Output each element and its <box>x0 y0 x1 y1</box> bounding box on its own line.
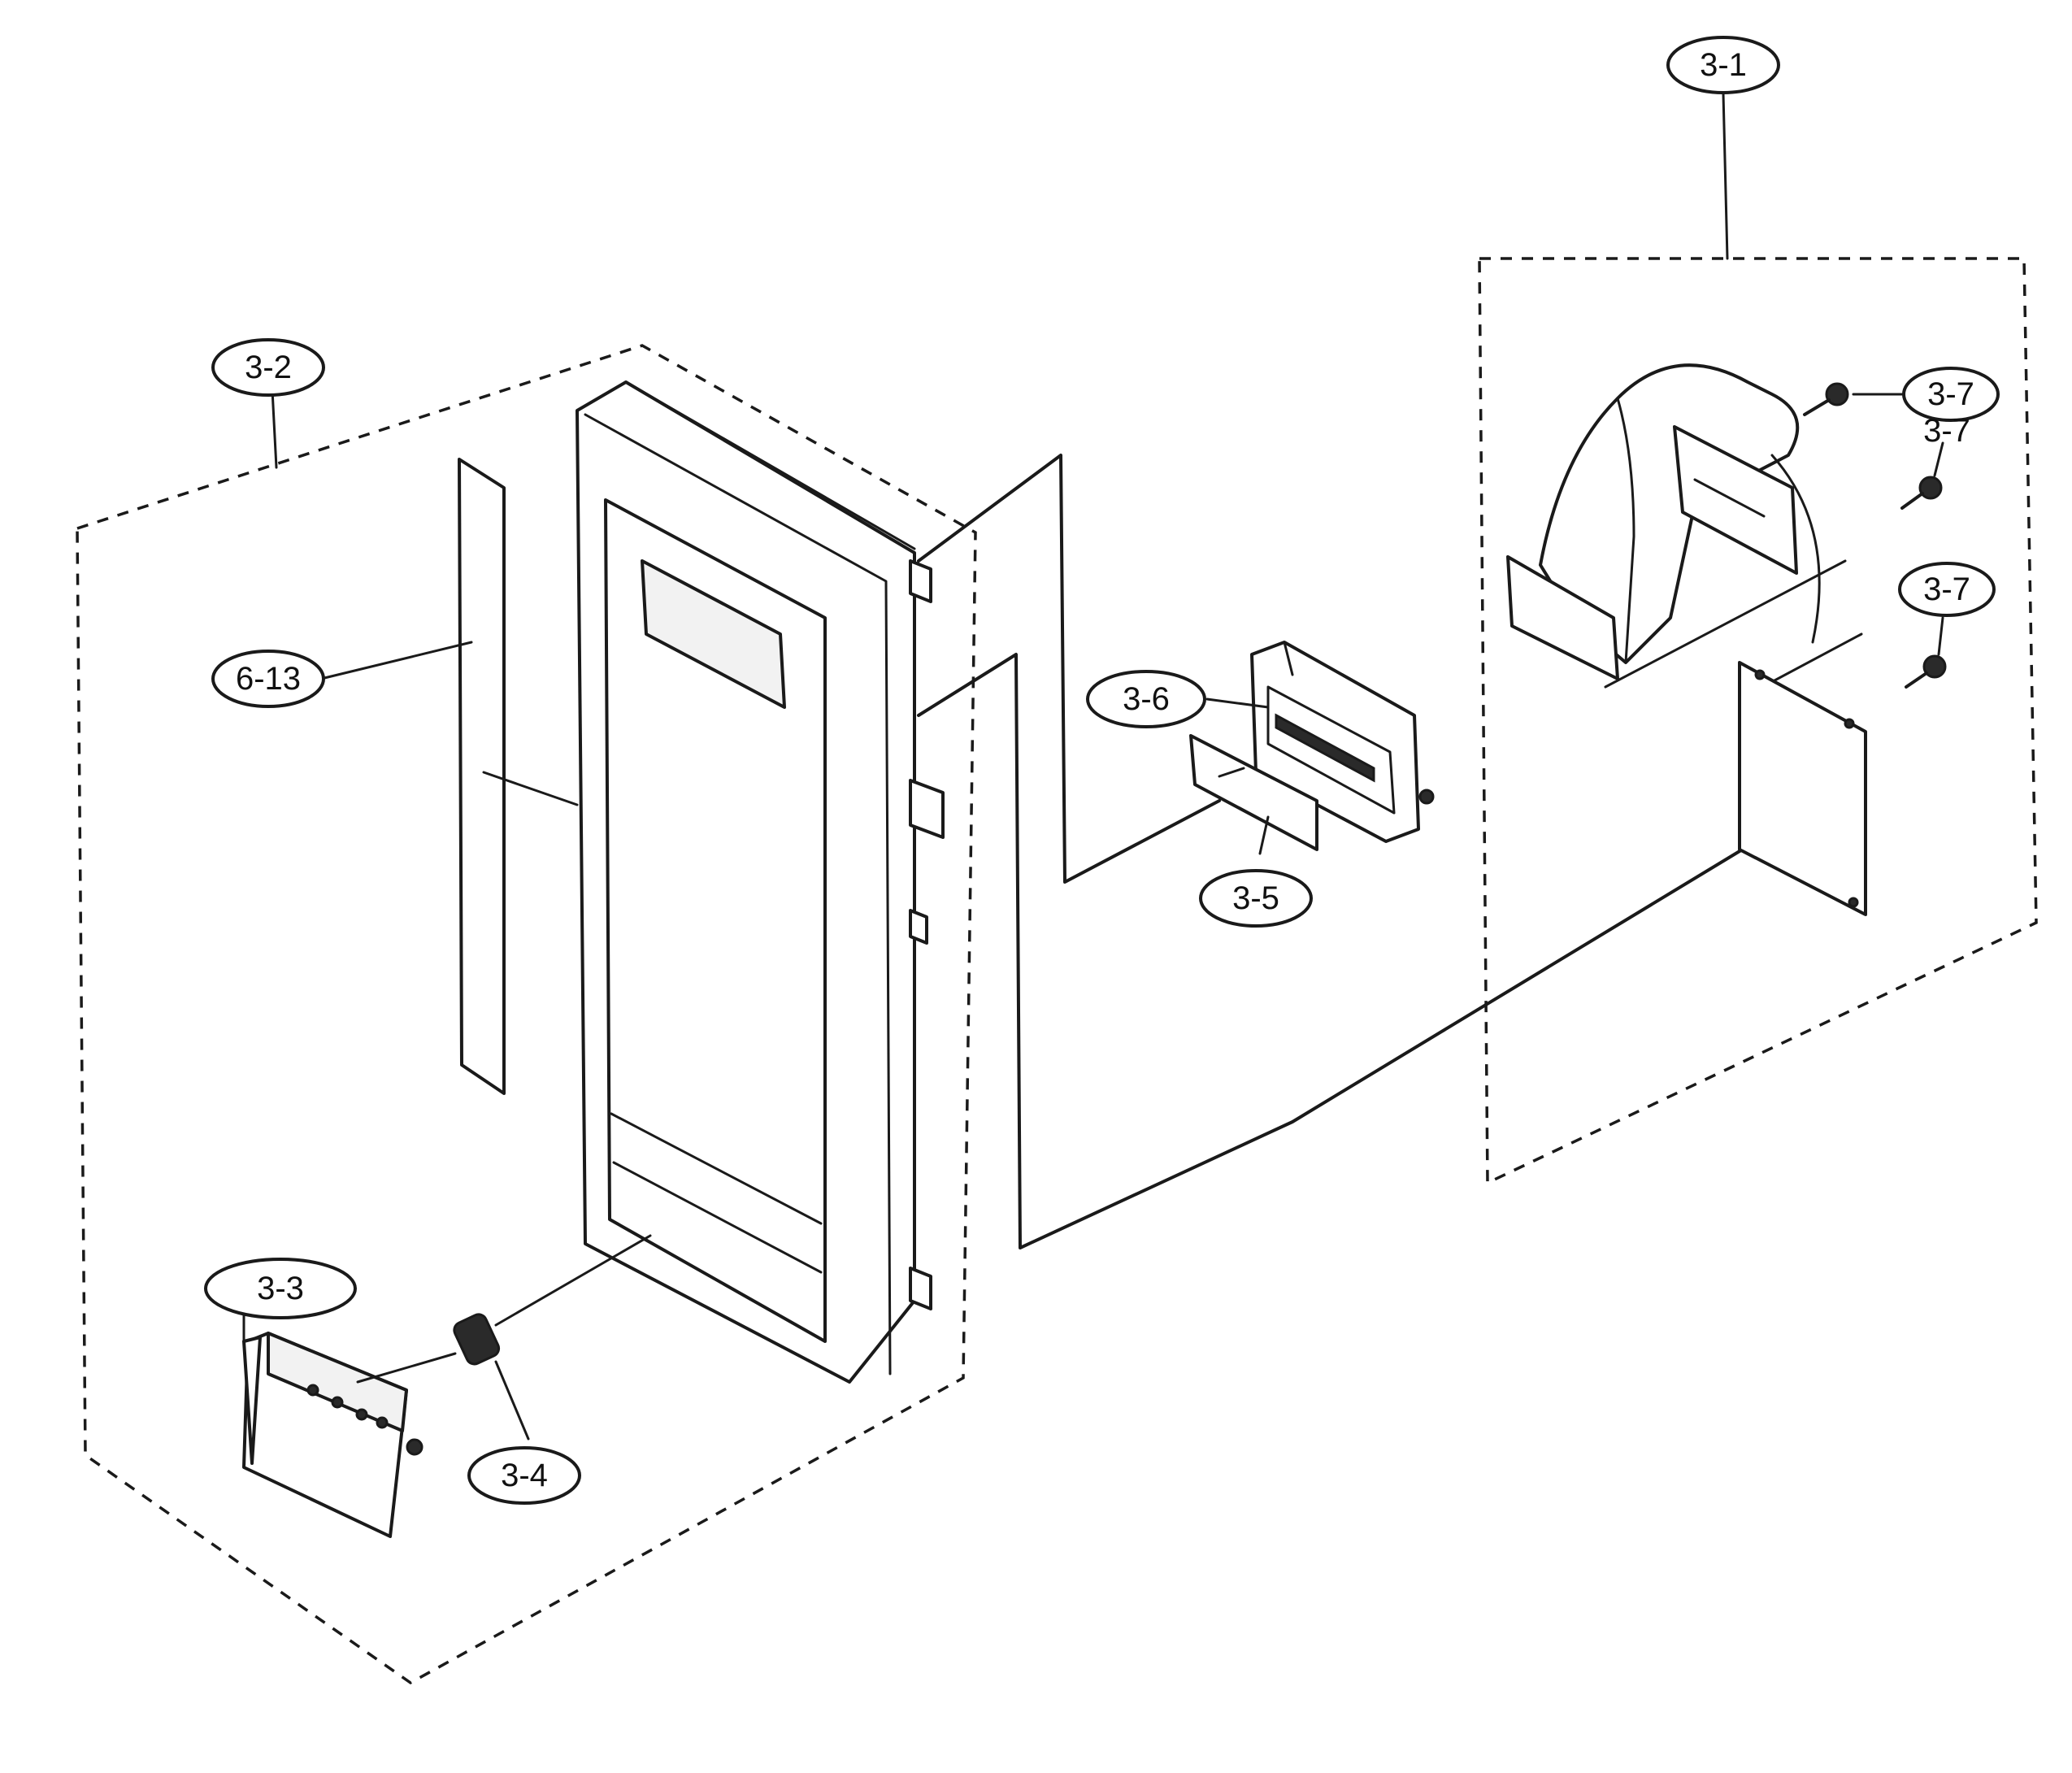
svg-text:3-2: 3-2 <box>245 350 292 385</box>
callout-3-7-second: 3-7 <box>1923 413 1970 449</box>
assembly-3-2-boundary <box>76 344 977 1685</box>
svg-text:3-7: 3-7 <box>1923 571 1970 607</box>
svg-text:3-3: 3-3 <box>257 1271 304 1306</box>
callout-3-4: 3-4 <box>467 1446 581 1505</box>
callout-leaders <box>242 92 1944 1441</box>
callout-3-3: 3-3 <box>204 1258 357 1319</box>
callout-3-6: 3-6 <box>1086 670 1206 728</box>
callout-3-2: 3-2 <box>211 338 325 397</box>
callout-3-1: 3-1 <box>1666 36 1780 94</box>
callout-3-7-lower: 3-7 <box>1898 562 1996 617</box>
svg-text:6-13: 6-13 <box>236 661 301 697</box>
assembly-3-1-boundary <box>1478 257 2038 1185</box>
screw-icon <box>1803 382 1849 416</box>
screw-icon <box>1900 476 1943 510</box>
part-6-13-strip <box>458 458 579 1095</box>
svg-text:3-4: 3-4 <box>501 1458 548 1493</box>
callout-3-7-top: 3-7 <box>1902 367 2000 422</box>
connection-lines <box>917 454 1863 1249</box>
callout-3-5: 3-5 <box>1199 869 1313 928</box>
screw-icon <box>1905 654 1947 689</box>
svg-text:3-6: 3-6 <box>1123 681 1170 717</box>
part-3-5-small-board <box>1189 734 1318 851</box>
door-panel <box>576 380 945 1384</box>
part-3-3-key-panel <box>242 1332 457 1538</box>
part-3-4-spring <box>453 1234 652 1366</box>
svg-text:3-7: 3-7 <box>1923 413 1970 449</box>
part-3-1-control-assembly <box>1506 363 1867 916</box>
part-3-7-screws <box>1803 382 1947 689</box>
svg-text:3-7: 3-7 <box>1927 376 1974 412</box>
svg-text:3-5: 3-5 <box>1232 880 1279 916</box>
svg-text:3-1: 3-1 <box>1700 47 1747 83</box>
callout-6-13: 6-13 <box>211 650 325 708</box>
